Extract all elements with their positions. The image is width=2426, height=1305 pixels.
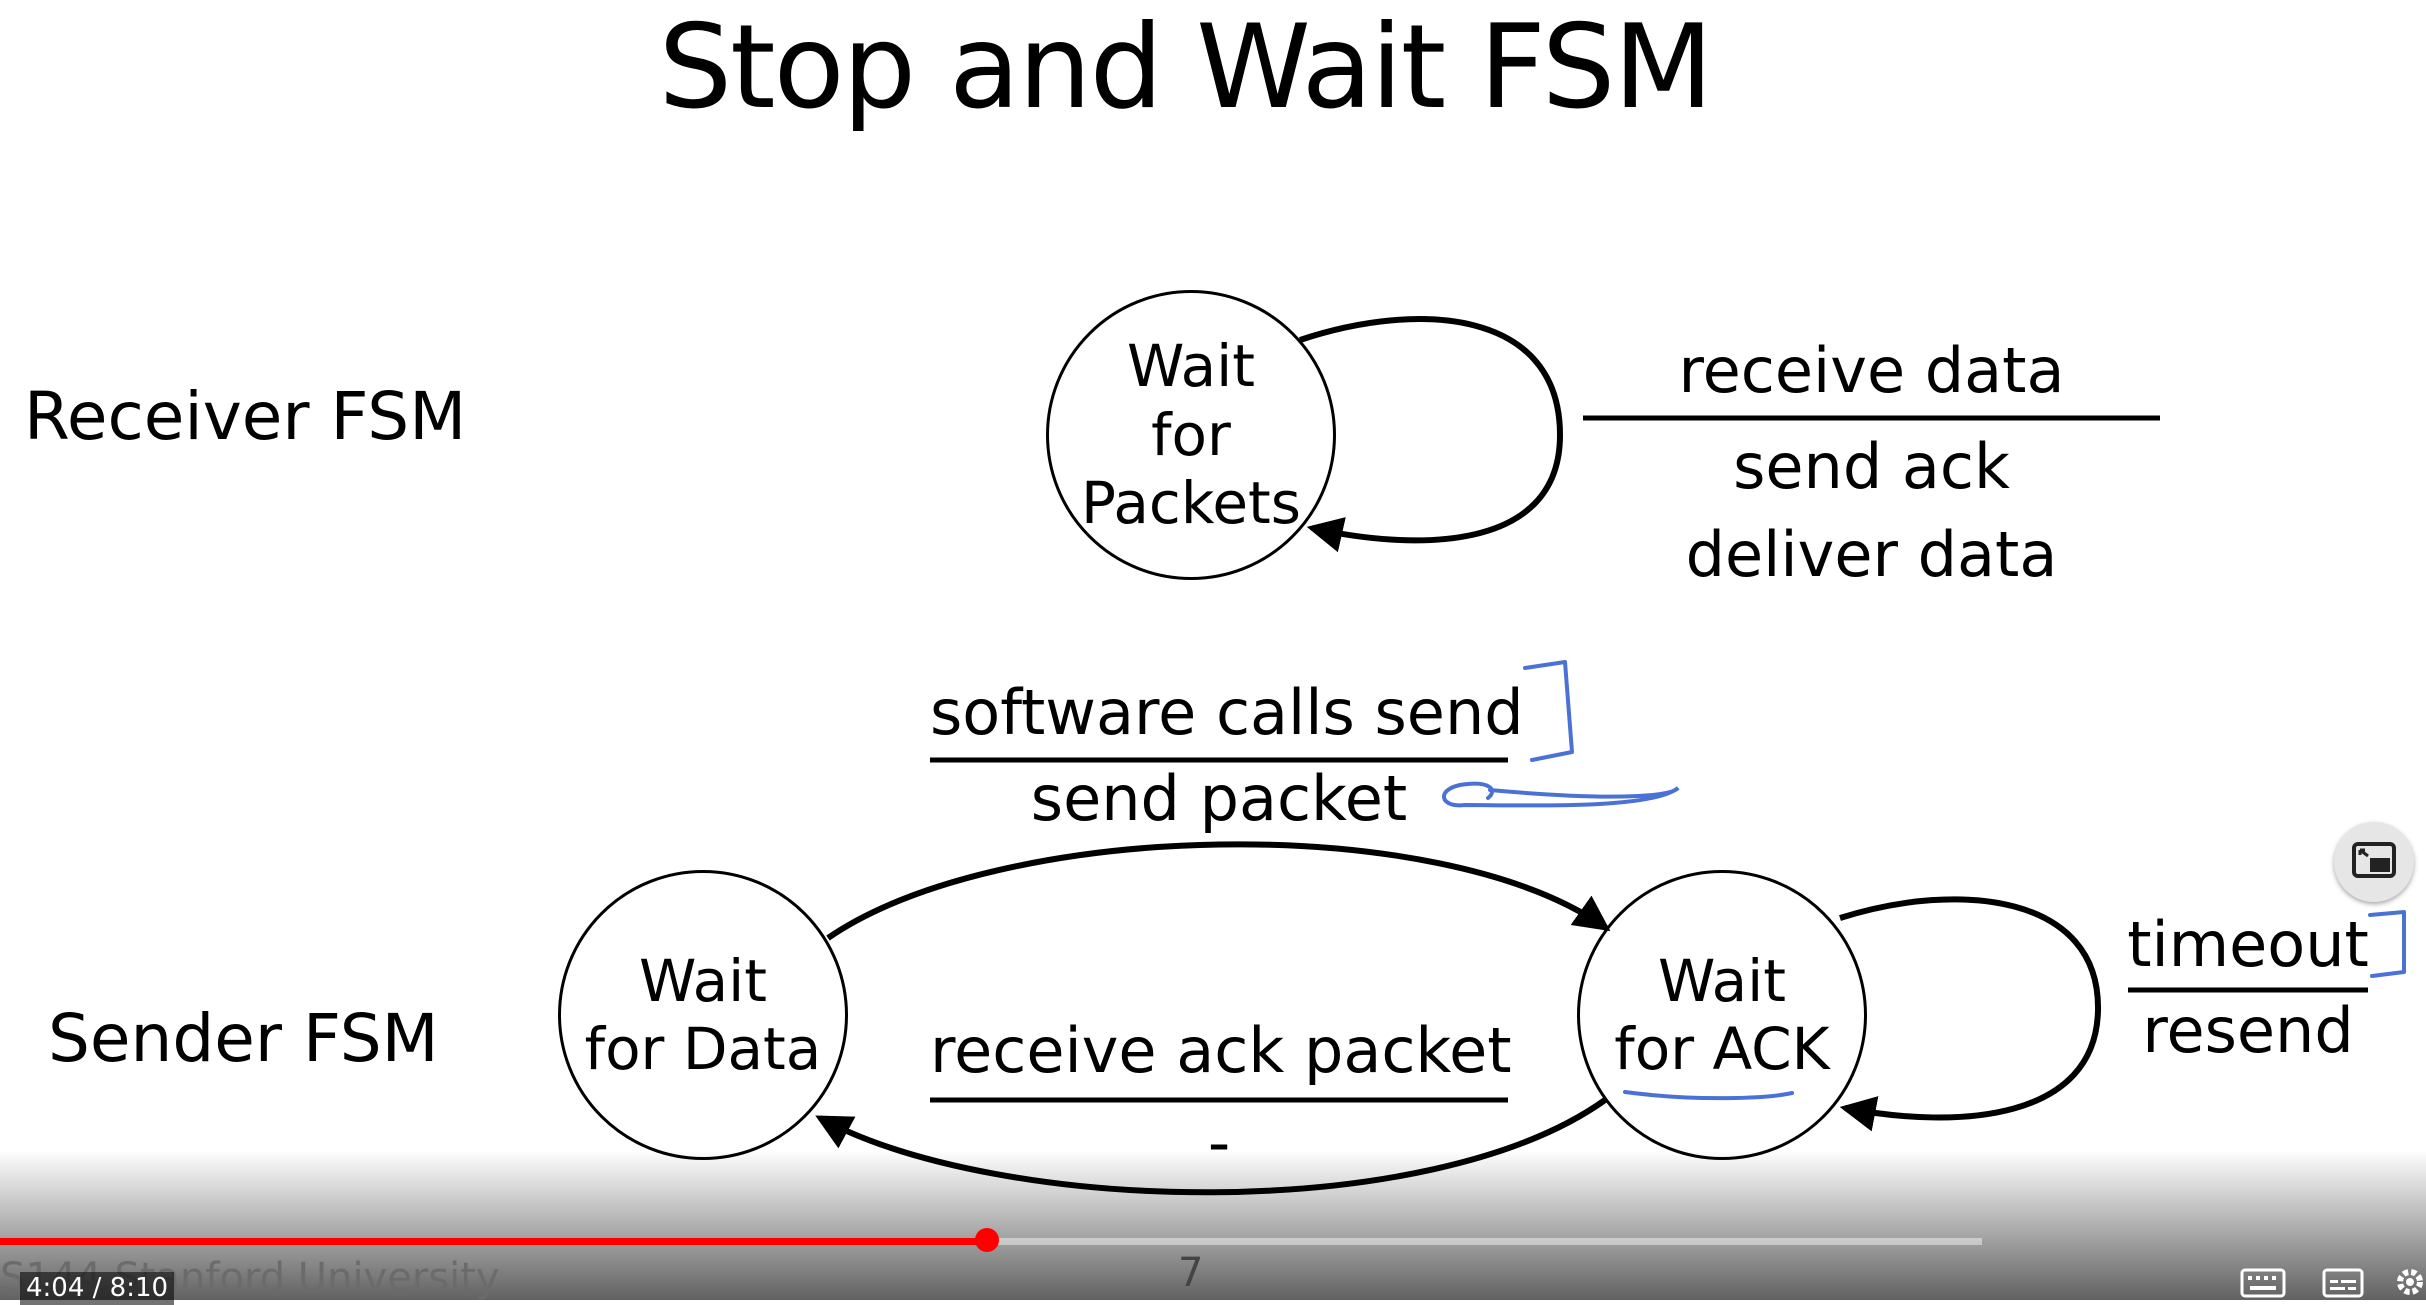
video-progress-played (0, 1238, 988, 1245)
timeout-action-label: resend (2142, 994, 2354, 1067)
state-wait-for-data: Wait for Data (558, 870, 848, 1160)
ack-event-label: receive ack packet (930, 1014, 1512, 1087)
receiver-action-label: deliver data (1685, 518, 2058, 591)
sender-fsm-label: Sender FSM (48, 1000, 439, 1077)
video-scrubber-handle[interactable] (975, 1228, 1000, 1252)
send-action-label: send packet (1030, 762, 1408, 835)
subtitles-button[interactable] (2322, 1268, 2364, 1302)
pip-icon (2352, 842, 2396, 878)
time-display: 4:04 / 8:10 (20, 1272, 175, 1305)
timeout-self-loop-arrow (1839, 896, 2102, 1132)
slide-page-number: 7 (1178, 1250, 1204, 1296)
pen-bracket-software-calls-send (1523, 660, 1574, 762)
state-wait-for-ack: Wait for ACK (1577, 870, 1867, 1160)
timeout-event-label: timeout (2127, 908, 2369, 981)
keyboard-icon (2240, 1268, 2286, 1298)
receiver-self-loop-arrow (1299, 316, 1564, 553)
state-wait-for-packets: Wait for Packets (1046, 290, 1336, 580)
miniplayer-button[interactable] (2334, 822, 2414, 902)
state-line: for Data (584, 1015, 822, 1083)
state-line: Wait (638, 946, 768, 1015)
state-line: for (1151, 400, 1231, 469)
receiver-event-label: receive data (1678, 334, 2065, 407)
state-line: Wait (1126, 332, 1256, 401)
receiver-action-label: send ack (1733, 430, 2010, 503)
send-event-label: software calls send (930, 676, 1524, 749)
settings-button[interactable] (2392, 1264, 2426, 1304)
receiver-fsm-label: Receiver FSM (24, 378, 467, 455)
send-packet-arrow (826, 841, 1611, 941)
slide-title: Stop and Wait FSM (658, 0, 1713, 135)
player-controls-gradient (0, 1150, 2426, 1300)
state-line: Wait (1657, 946, 1787, 1015)
keyboard-shortcuts-button[interactable] (2240, 1268, 2286, 1302)
pen-scribble-send-packet (1442, 781, 1680, 808)
settings-gear-icon (2397, 1269, 2423, 1295)
pen-bracket-timeout (2368, 910, 2406, 978)
video-progress-bar[interactable] (0, 1228, 1982, 1252)
subtitles-icon (2322, 1268, 2364, 1298)
state-line: Packets (1081, 469, 1301, 538)
state-line: for ACK (1614, 1015, 1830, 1083)
